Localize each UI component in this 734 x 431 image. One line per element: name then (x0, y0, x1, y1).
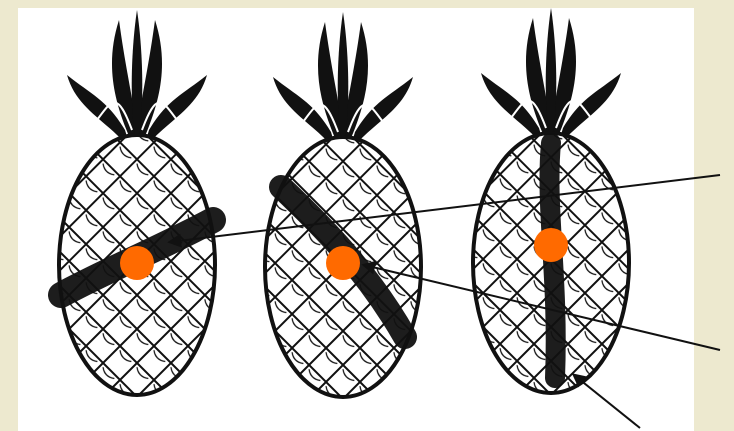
pineapple-right-body (473, 133, 629, 393)
marker-dot-left (120, 246, 154, 280)
marker-dot-right (534, 228, 568, 262)
marker-dot-middle (326, 246, 360, 280)
